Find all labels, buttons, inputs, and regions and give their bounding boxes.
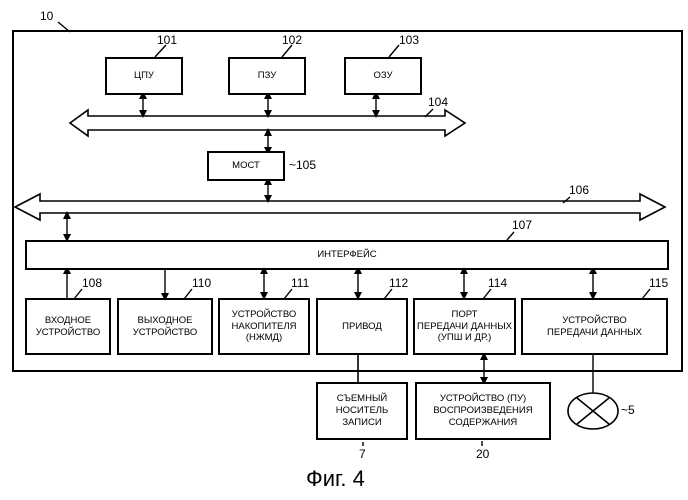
ref-101: 101 — [157, 34, 177, 46]
ref-10: 10 — [40, 10, 53, 22]
ref-103: 103 — [399, 34, 419, 46]
input-device-block: ВХОДНОЕ УСТРОЙСТВО — [25, 298, 111, 355]
output-device-block: ВЫХОДНОЕ УСТРОЙСТВО — [117, 298, 213, 355]
rom-block: ПЗУ — [228, 57, 306, 95]
ref-105: ~105 — [289, 159, 316, 171]
figure-caption: Фиг. 4 — [306, 468, 365, 490]
content-player-block: УСТРОЙСТВО (ПУ) ВОСПРОИЗВЕДЕНИЯ СОДЕРЖАН… — [415, 382, 551, 440]
ref-104: 104 — [428, 96, 448, 108]
cpu-block: ЦПУ — [105, 57, 183, 95]
removable-media-block: СЪЕМНЫЙ НОСИТЕЛЬ ЗАПИСИ — [316, 382, 408, 440]
drive-block: ПРИВОД — [316, 298, 408, 355]
ref-106: 106 — [569, 184, 589, 196]
data-port-block: ПОРТ ПЕРЕДАЧИ ДАННЫХ (УПШ И ДР.) — [413, 298, 516, 355]
ref-111: 111 — [291, 277, 309, 289]
ref-112: 112 — [389, 277, 408, 289]
communication-device-block: УСТРОЙСТВО ПЕРЕДАЧИ ДАННЫХ — [521, 298, 668, 355]
ref-108: 108 — [82, 277, 102, 289]
ref-107: 107 — [512, 219, 532, 231]
interface-block: ИНТЕРФЕЙС — [25, 240, 669, 270]
ref-20: 20 — [476, 448, 489, 460]
network-symbol — [568, 393, 618, 429]
ram-block: ОЗУ — [344, 57, 422, 95]
ref-102: 102 — [282, 34, 302, 46]
ref-7: 7 — [359, 448, 366, 460]
ref-115: 115 — [649, 277, 668, 289]
ref-114: 114 — [488, 277, 507, 289]
storage-device-block: УСТРОЙСТВО НАКОПИТЕЛЯ (НЖМД) — [218, 298, 310, 355]
ref-5: ~5 — [621, 404, 635, 416]
bridge-block: МОСТ — [207, 151, 285, 181]
ref-110: 110 — [192, 277, 211, 289]
